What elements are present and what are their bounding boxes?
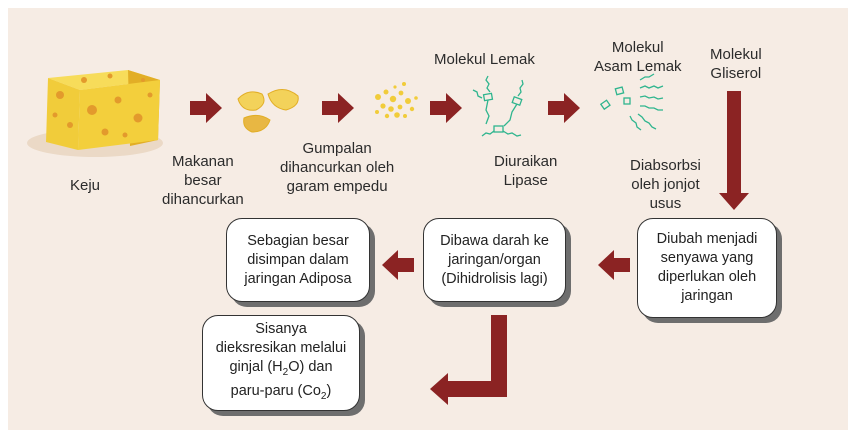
box-line: Diubah menjadi [656, 231, 758, 247]
label-line: garam empedu [286, 178, 388, 195]
label-gumpalan: Gumpalan dihancurkan oleh garam empedu [280, 139, 394, 196]
box-text: Sebagian besar disimpan dalam jaringan A… [244, 232, 351, 289]
fat-molecule [472, 75, 524, 137]
box-text: Diubah menjadi senyawa yang diperlukan o… [657, 230, 758, 306]
label-gliserol: Molekul Gliserol [710, 45, 762, 83]
label-line: Makanan [172, 153, 234, 170]
formula-text: ginjal (H [229, 359, 283, 376]
label-line: Asam Lemak [594, 58, 682, 75]
box-line: disimpan dalam [247, 251, 349, 268]
arrow-elbow [430, 315, 507, 405]
arrow-2 [322, 93, 354, 123]
box-line: Dibawa darah ke [440, 232, 549, 249]
box-line: paru-paru (Co2) [216, 382, 347, 406]
box-line: (Dihidrolisis lagi) [441, 270, 548, 287]
label-makanan-besar: Makanan besar dihancurkan [162, 152, 244, 209]
separated-molecules [599, 73, 664, 131]
formula-text: paru-paru (Co [230, 383, 321, 399]
box-line: jaringan/organ [448, 251, 541, 268]
label-line: Diuraikan [494, 153, 558, 170]
subscript: 2 [282, 367, 289, 378]
label-molekul-lemak: Molekul Lemak [434, 51, 535, 68]
label-line: Molekul [710, 46, 762, 63]
cheese-illustration [27, 70, 163, 157]
box-sebagian: Sebagian besar disimpan dalam jaringan A… [226, 218, 370, 302]
box-line: diperlukan oleh [657, 269, 757, 285]
label-diuraikan-lipase: Diuraikan Lipase [494, 152, 557, 190]
box-line: Sisanya [255, 321, 307, 338]
label-line: oleh jonjot [631, 176, 700, 193]
label-line: Molekul [611, 39, 664, 56]
box-line: Sebagian besar [247, 232, 349, 249]
subscript: 2 [320, 390, 327, 402]
label-line: Diabsorbsi [630, 157, 701, 174]
label-diabsorbsi: Diabsorbsi oleh jonjot usus [630, 156, 701, 213]
box-line: senyawa yang [660, 250, 754, 266]
arrow-left-1 [598, 250, 630, 280]
label-line: Gliserol [710, 65, 762, 82]
box-dibawa: Dibawa darah ke jaringan/organ (Dihidrol… [423, 218, 566, 302]
arrow-left-2 [382, 250, 414, 280]
formula-text: O) dan [288, 359, 333, 376]
box-line: jaringan [681, 288, 733, 304]
flow-arrows [190, 91, 749, 405]
arrow-1 [190, 93, 222, 123]
label-asam-lemak: Molekul Asam Lemak [594, 38, 682, 76]
arrow-3 [430, 93, 462, 123]
large-food-pieces [237, 89, 299, 133]
box-line: dieksresikan melalui [215, 340, 347, 357]
label-line: dihancurkan [162, 191, 244, 208]
label-line: Gumpalan [302, 140, 372, 157]
label-line: Lipase [503, 172, 548, 189]
box-text: Sisanya dieksresikan melalui ginjal (H2O… [216, 320, 347, 406]
arrow-4 [548, 93, 580, 123]
formula-text: ) [326, 383, 332, 399]
fat-crumbs [375, 82, 418, 119]
label-line: dihancurkan oleh [280, 159, 395, 176]
box-line: ginjal (H2O) dan [216, 358, 347, 382]
arrow-down-gliserol [719, 91, 749, 210]
box-text: Dibawa darah ke jaringan/organ (Dihidrol… [440, 232, 549, 289]
box-line: jaringan Adiposa [244, 270, 352, 287]
box-sisanya: Sisanya dieksresikan melalui ginjal (H2O… [202, 315, 360, 411]
box-diubah: Diubah menjadi senyawa yang diperlukan o… [637, 218, 777, 318]
label-keju: Keju [70, 177, 101, 194]
label-line: usus [649, 195, 682, 212]
label-line: besar [184, 172, 222, 189]
